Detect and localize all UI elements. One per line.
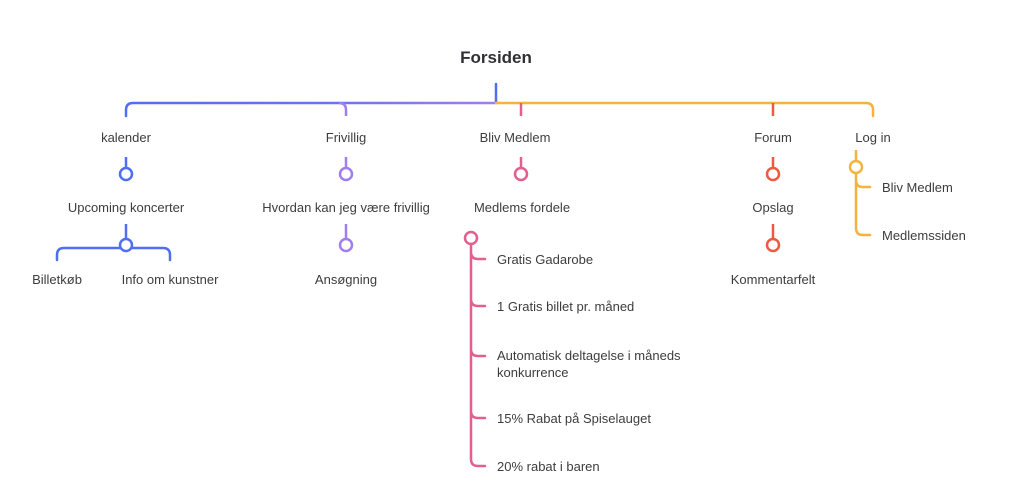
benefit-item: Gratis Gadarobe bbox=[497, 252, 594, 267]
koncerter-fork bbox=[55, 246, 172, 262]
kalender-label: kalender bbox=[101, 130, 151, 145]
koncerter-node bbox=[118, 237, 134, 253]
log-in-label: Log in bbox=[855, 130, 891, 145]
upcoming-koncerter-label: Upcoming koncerter bbox=[67, 200, 185, 215]
benefit-item: Automatisk deltagelse i måneds konkurren… bbox=[497, 348, 681, 380]
hvordan-frivillig-label: Hvordan kan jeg være frivillig bbox=[262, 200, 430, 215]
root-node-label: Forsiden bbox=[460, 48, 532, 67]
benefit-item: 20% rabat i baren bbox=[497, 459, 600, 474]
login-node bbox=[848, 159, 864, 175]
ansogning-label: Ansøgning bbox=[314, 272, 378, 287]
frivillig-node bbox=[338, 166, 354, 182]
kommentarfelt-label: Kommentarfelt bbox=[730, 272, 816, 287]
opslag-node bbox=[765, 237, 781, 253]
login-bliv-medlem-label: Bliv Medlem bbox=[882, 180, 953, 195]
billetkob-label: Billetkøb bbox=[32, 272, 82, 287]
medlems-fordele-label: Medlems fordele bbox=[473, 200, 571, 215]
info-om-kunstner-label: Info om kunstner bbox=[121, 272, 219, 287]
benefit-item: 1 Gratis billet pr. måned bbox=[497, 299, 635, 314]
hvordan-node bbox=[338, 237, 354, 253]
kalender-node bbox=[118, 166, 134, 182]
bliv-medlem-label: Bliv Medlem bbox=[479, 130, 551, 145]
medlemssiden-label: Medlemssiden bbox=[882, 228, 966, 243]
fordele-node bbox=[463, 230, 479, 246]
opslag-label: Opslag bbox=[752, 200, 794, 215]
fordele-spine bbox=[469, 242, 487, 468]
frivillig-label: Frivillig bbox=[325, 130, 367, 145]
login-spine bbox=[854, 171, 872, 237]
forum-node bbox=[765, 166, 781, 182]
trunk-right bbox=[494, 101, 875, 118]
benefit-item: 15% Rabat på Spiselauget bbox=[497, 411, 651, 426]
trunk-left bbox=[124, 101, 498, 118]
forum-label: Forum bbox=[754, 130, 792, 145]
medlem-node bbox=[513, 166, 529, 182]
trunk-frivillig-drop bbox=[338, 101, 348, 116]
